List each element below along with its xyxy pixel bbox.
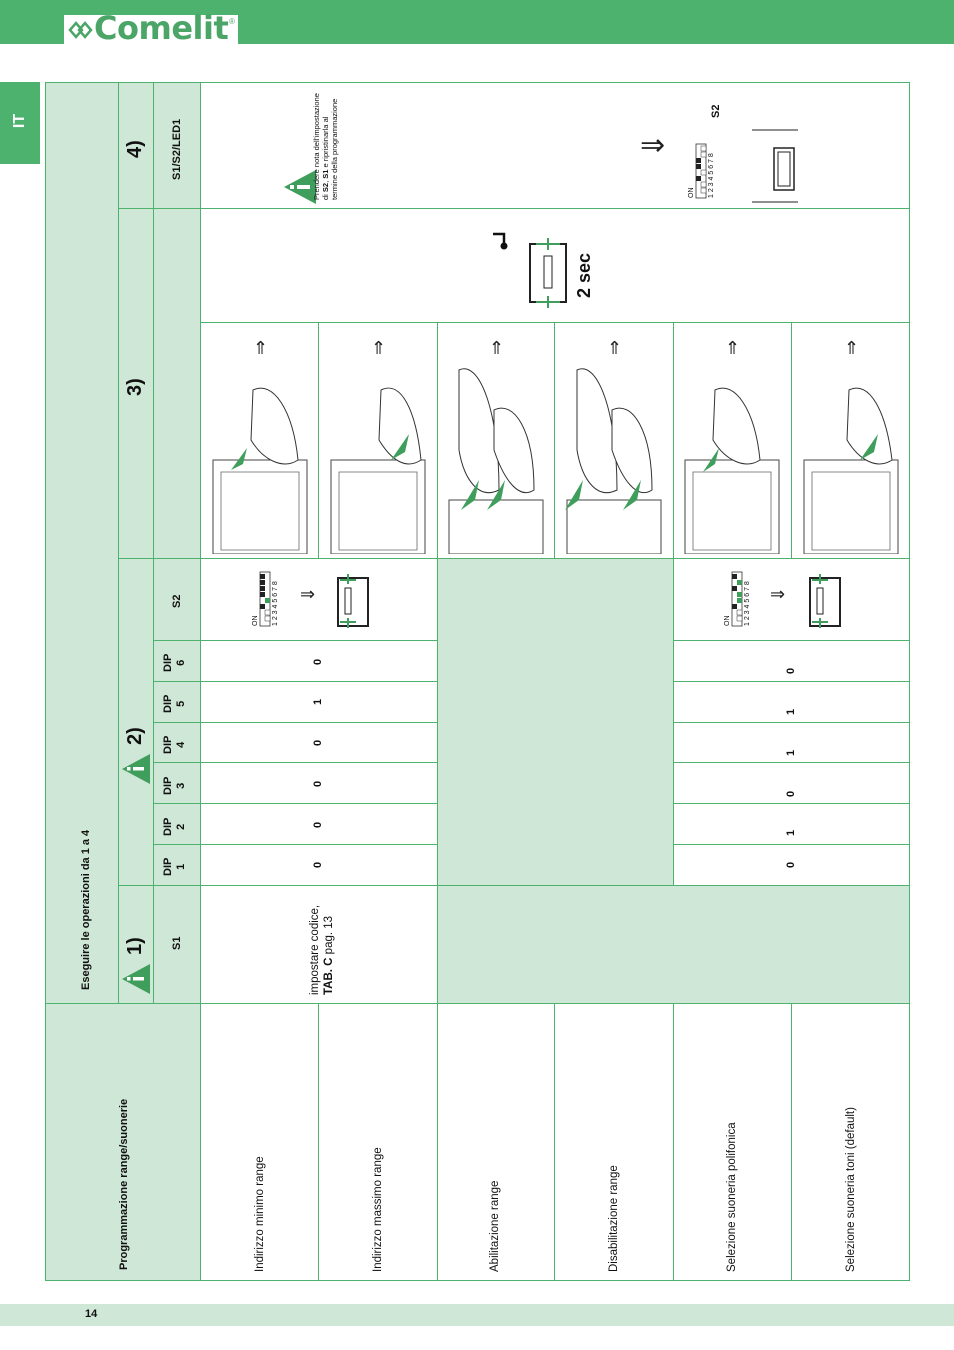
duration-label: 2 sec — [574, 252, 594, 298]
row-label-enable-range: Abilitazione range — [489, 1180, 501, 1272]
dip-value: 0 — [785, 790, 797, 797]
language-tab — [0, 82, 40, 164]
led-blink-icon — [809, 574, 841, 628]
dip-numbers: 1 2 3 4 5 6 7 8 — [708, 153, 715, 198]
dip-on-label: ON — [252, 615, 259, 627]
arrow-up-icon: ⇑ — [725, 338, 741, 358]
dip-switch-graphic: ON 1 2 3 4 5 6 7 8 — [252, 570, 282, 628]
arrow-right-icon: ⇒ — [300, 584, 316, 604]
row-label-polyphonic: Selezione suoneria polifonica — [726, 1122, 738, 1272]
warning-icon — [122, 964, 150, 994]
hand-press-illustration: ⇑ — [794, 330, 906, 555]
arrow-right-icon: ⇒ — [640, 129, 666, 162]
hand-icon — [212, 387, 308, 555]
hand-icon — [330, 387, 426, 555]
col-s2-header: S2 — [171, 594, 183, 608]
arrow-up-icon: ⇑ — [253, 338, 269, 358]
dip-value: 0 — [312, 821, 324, 828]
col-s1s2led-header: S1/S2/LED1 — [171, 118, 183, 180]
arrow-up-icon: ⇑ — [607, 338, 623, 358]
warning-icon — [122, 754, 150, 784]
row-label-tones-default: Selezione suoneria toni (default) — [845, 1107, 857, 1272]
dip-value: 1 — [312, 698, 324, 705]
hand-press-illustration: ⇑ — [321, 330, 433, 555]
language-label: IT — [11, 113, 28, 129]
hand-press-illustration: ⇑ — [203, 330, 315, 555]
comelit-logo-icon — [68, 21, 93, 39]
dip-value: 0 — [312, 780, 324, 787]
led-blink-icon — [529, 238, 567, 308]
dip-value: 0 — [312, 739, 324, 746]
footer-bar — [0, 1304, 954, 1326]
s2-label: S2 — [710, 104, 722, 118]
step-4-label: 4) — [124, 140, 146, 158]
warning-icon — [284, 170, 316, 204]
hand-press-illustration: ⇑ — [439, 330, 551, 555]
arrow-up-icon: ⇑ — [371, 338, 387, 358]
col-s1-header: S1 — [171, 936, 183, 950]
row-label-disable-range: Disabilitazione range — [608, 1165, 620, 1272]
brand-name: Comelit — [94, 9, 229, 47]
registered-mark: ® — [229, 17, 235, 26]
dip-value: 0 — [312, 861, 324, 868]
dip-value: 0 — [785, 861, 797, 868]
s1-instruction: impostare codice, TAB. C pag. 13 — [309, 904, 335, 995]
dip-value: 1 — [785, 708, 797, 715]
hand-icon — [684, 387, 780, 555]
dip-switch-icon — [731, 571, 743, 627]
note-text: Prendere nota dell'impostazione di S2, S… — [312, 93, 339, 200]
arrow-right-icon: ⇒ — [770, 584, 786, 604]
step-1-label: 1) — [124, 937, 146, 955]
led-blink-icon — [337, 574, 369, 628]
switch-module-icon — [752, 129, 798, 203]
arrow-up-icon: ⇑ — [489, 338, 505, 358]
hand-icon — [565, 368, 662, 555]
dip-value: 1 — [785, 829, 797, 836]
step-2-label: 2) — [124, 727, 146, 745]
arrow-up-icon: ⇑ — [844, 338, 860, 358]
dip-numbers: 1 2 3 4 5 6 7 8 — [272, 581, 279, 626]
table-instruction: Eseguire le operazioni da 1 a 4 — [80, 829, 92, 990]
dip-numbers: 1 2 3 4 5 6 7 8 — [744, 581, 751, 626]
music-note-icon — [493, 232, 508, 250]
table-title: Programmazione range/suonerie — [118, 1098, 130, 1270]
dip-on-label: ON — [724, 615, 731, 627]
dip-switch-graphic: ON 1 2 3 4 5 6 7 8 — [688, 142, 718, 200]
brand-logo: Comelit ® — [64, 9, 238, 47]
dip-value: 0 — [312, 658, 324, 665]
row-label-min-range: Indirizzo minimo range — [254, 1156, 266, 1272]
hand-press-illustration: ⇑ — [675, 330, 787, 555]
hand-icon — [803, 387, 899, 555]
step-3-label: 3) — [124, 378, 146, 396]
hand-press-illustration: ⇑ — [557, 330, 669, 555]
dip-switch-graphic: ON 1 2 3 4 5 6 7 8 — [724, 570, 754, 628]
row-label-max-range: Indirizzo massimo range — [372, 1147, 384, 1272]
dip-value: 0 — [785, 667, 797, 674]
dip-on-label: ON — [688, 187, 695, 199]
dip-value: 1 — [785, 749, 797, 756]
hand-icon — [448, 368, 544, 555]
page-number: 14 — [85, 1308, 98, 1320]
dip-switch-icon — [695, 143, 707, 199]
dip-switch-icon — [259, 571, 271, 627]
